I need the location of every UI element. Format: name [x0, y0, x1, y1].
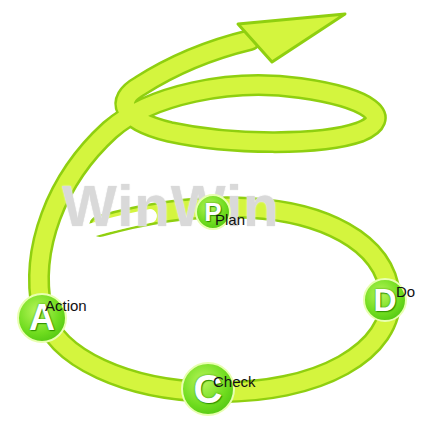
phase-label: Check [213, 374, 256, 391]
watermark: WinWin [62, 172, 280, 239]
do-node: DDo [363, 278, 407, 322]
check-node: CCheck [181, 362, 235, 416]
phase-label: Plan [215, 212, 245, 229]
plan-node: PPlan [195, 194, 231, 230]
phase-letter: D [373, 284, 396, 316]
phase-label: Do [396, 284, 415, 301]
action-node: AAction [17, 293, 67, 343]
phase-label: Action [45, 298, 87, 315]
